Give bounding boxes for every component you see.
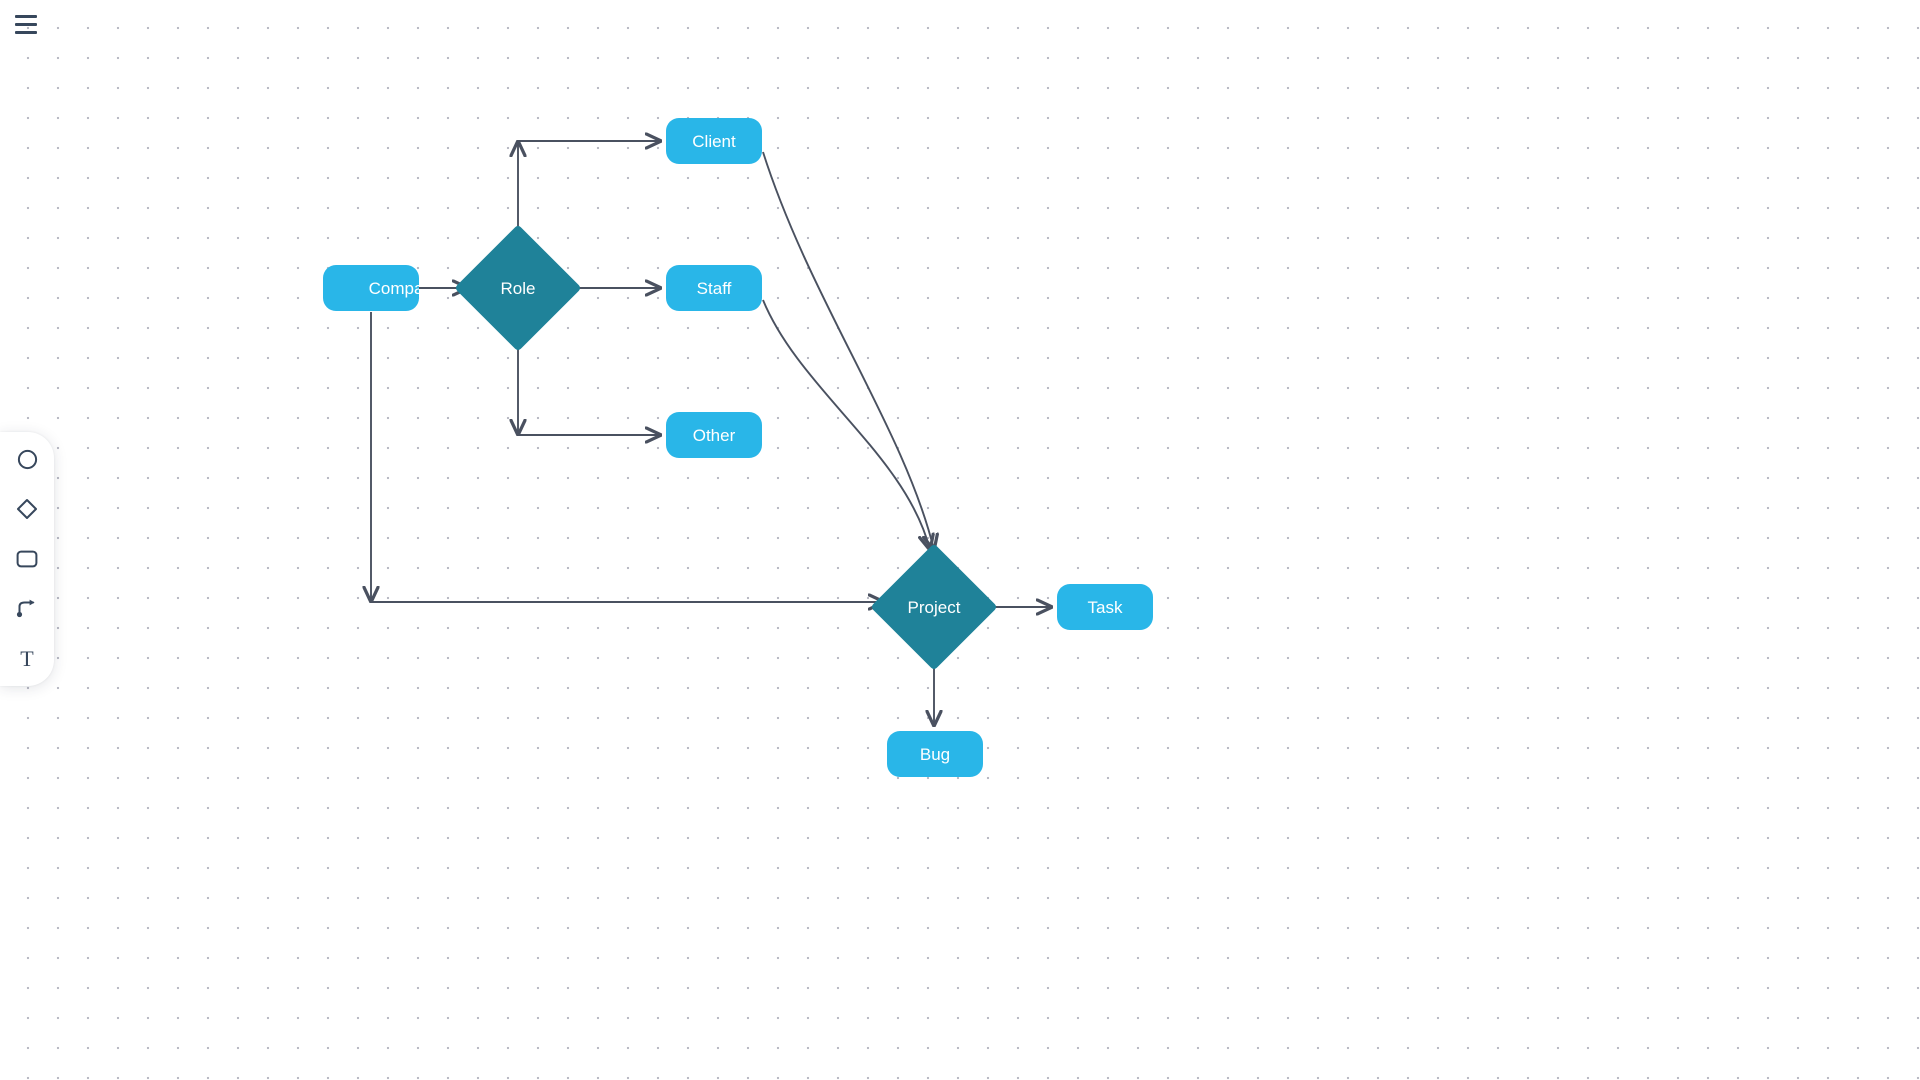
- node-staff[interactable]: Staff: [666, 265, 762, 311]
- node-company[interactable]: Company: [323, 265, 419, 311]
- node-bug[interactable]: Bug: [887, 731, 983, 777]
- node-role-shape: [454, 224, 582, 352]
- rounded-rectangle-icon: [16, 550, 38, 568]
- menu-bar-1: [15, 14, 37, 18]
- circle-icon: [17, 449, 38, 470]
- text-tool-icon: T: [20, 646, 34, 671]
- edge-client-project: [762, 151, 934, 550]
- node-bug-label: Bug: [919, 744, 951, 764]
- tool-text-button[interactable]: T: [10, 644, 44, 674]
- node-role[interactable]: Role: [454, 224, 582, 352]
- node-company-label: Company: [368, 278, 419, 298]
- tool-rectangle-button[interactable]: [10, 544, 44, 574]
- node-task[interactable]: Task: [1057, 584, 1153, 630]
- menu-bar-3: [15, 30, 37, 34]
- node-task-label: Task: [1087, 597, 1123, 617]
- tool-connector-button[interactable]: [10, 594, 44, 624]
- node-project[interactable]: Project: [870, 543, 998, 671]
- tool-ellipse-button[interactable]: [10, 444, 44, 474]
- node-other-label: Other: [692, 425, 736, 445]
- node-other[interactable]: Other: [666, 412, 762, 458]
- hamburger-menu-icon[interactable]: [10, 8, 42, 40]
- tool-palette: T: [0, 432, 54, 686]
- connector-arrow-icon: [16, 599, 38, 619]
- diamond-icon: [16, 498, 38, 520]
- edge-staff-project: [762, 299, 930, 550]
- node-client-label: Client: [692, 131, 736, 151]
- node-client[interactable]: Client: [666, 118, 762, 164]
- node-project-shape: [870, 543, 998, 671]
- node-staff-label: Staff: [696, 278, 732, 298]
- tool-diamond-button[interactable]: [10, 494, 44, 524]
- menu-bar-2: [15, 22, 37, 26]
